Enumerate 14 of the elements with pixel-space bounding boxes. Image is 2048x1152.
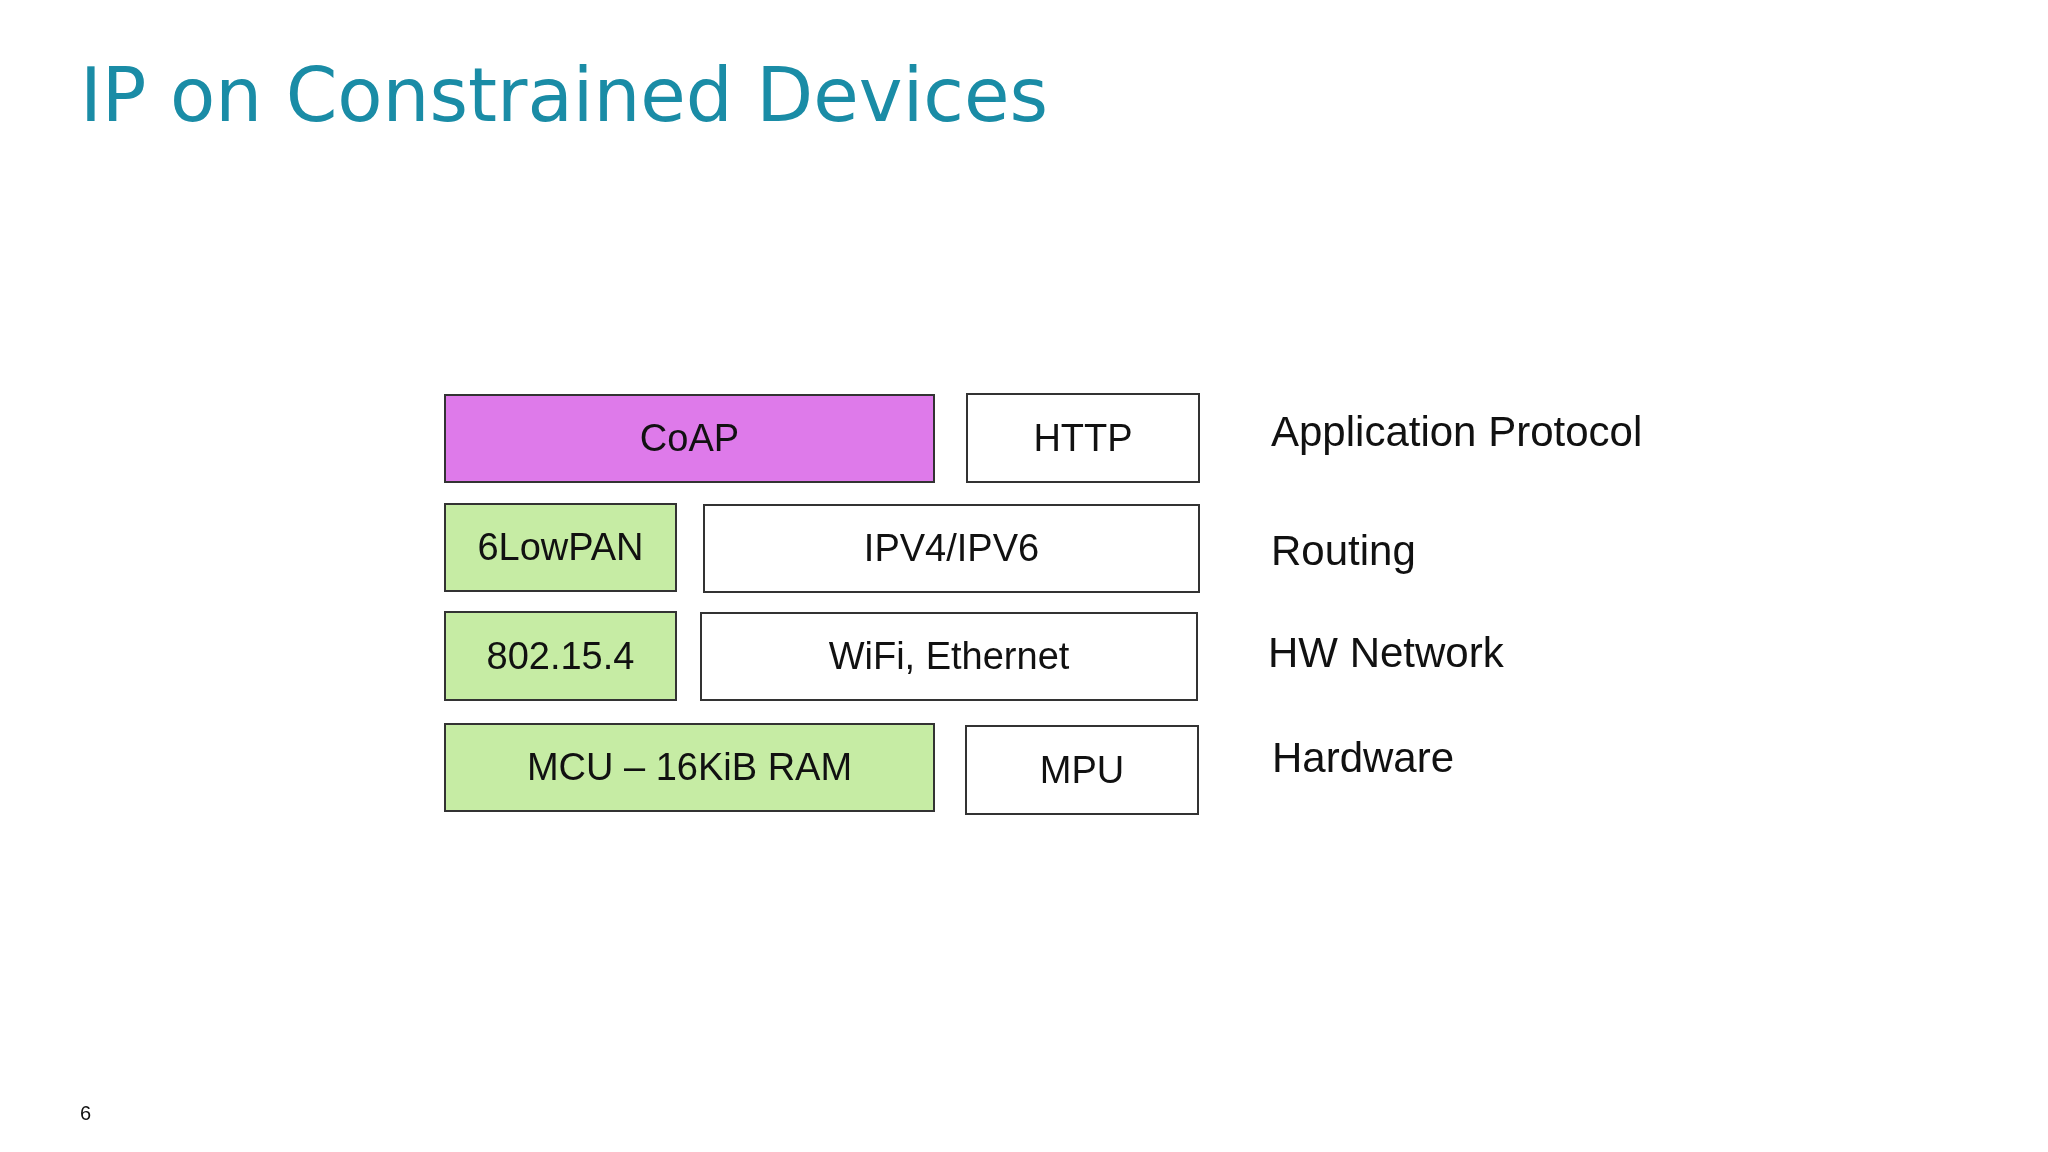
layer-box: MPU [965, 725, 1199, 815]
layer-box: HTTP [966, 393, 1200, 483]
layer-label: Application Protocol [1271, 408, 1643, 456]
layer-box: MCU – 16KiB RAM [444, 723, 935, 812]
layer-box: IPV4/IPV6 [703, 504, 1200, 593]
slide-title: IP on Constrained Devices [80, 52, 1048, 138]
layer-box: CoAP [444, 394, 935, 483]
layer-label: HW Network [1268, 629, 1504, 677]
layer-label: Hardware [1272, 734, 1455, 782]
page-number: 6 [80, 1102, 92, 1125]
layer-label: Routing [1271, 527, 1416, 575]
layer-box: 802.15.4 [444, 611, 677, 701]
layer-box: 6LowPAN [444, 503, 677, 592]
layer-box: WiFi, Ethernet [700, 612, 1198, 701]
